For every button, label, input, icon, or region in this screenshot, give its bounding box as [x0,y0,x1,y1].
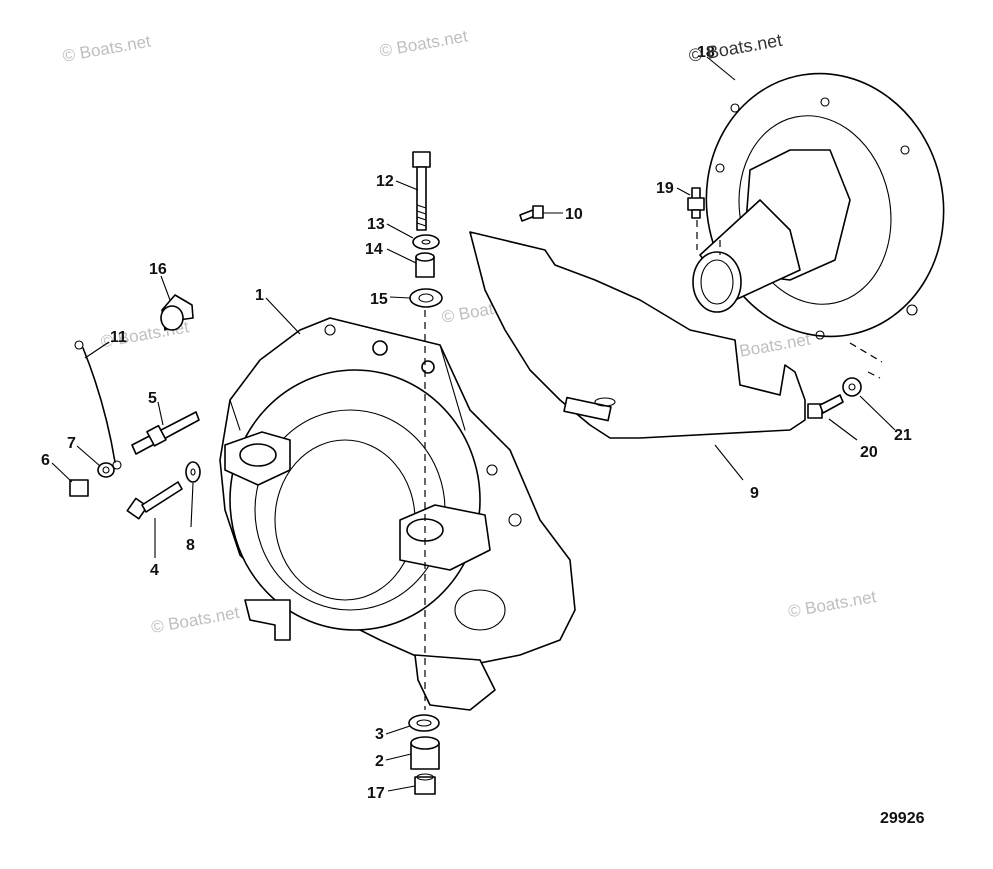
callout-11: 11 [110,329,127,346]
callout-9: 9 [750,485,759,502]
bolt-12 [412,151,431,231]
watermark: © Boats.net [150,603,241,637]
watermark: © Boats.net [378,26,469,60]
washer-13 [412,234,440,250]
watermark: © Boats.net [687,30,783,66]
washer-15 [409,288,443,308]
flywheel-cover-plate [469,231,806,439]
callout-15: 15 [370,291,388,308]
callout-21: 21 [894,427,912,444]
callout-20: 20 [860,444,878,461]
callout-8: 8 [186,537,195,554]
callout-7: 7 [67,435,76,452]
flywheel-housing [219,317,576,711]
bolt-10 [519,205,544,222]
callout-19: 19 [656,180,674,197]
callout-5: 5 [148,390,157,407]
callout-2: 2 [375,753,384,770]
callout-16: 16 [149,261,167,278]
assembly-lines [424,220,883,710]
stud-5 [131,411,200,455]
callout-14: 14 [365,241,383,258]
callout-10: 10 [565,206,583,223]
callout-3: 3 [375,726,384,743]
bushing-2 [410,736,440,770]
leader-lines [51,56,896,792]
spacer-14 [415,252,435,278]
callouts: 1 2 3 4 5 6 7 8 9 10 11 12 13 14 15 16 1… [41,44,912,802]
bolt-4 [126,481,183,520]
callout-13: 13 [367,216,385,233]
washer-7 [97,462,115,478]
bolt-20 [807,394,844,419]
figure-number: 29926 [880,810,925,827]
callout-1: 1 [255,287,264,304]
bracket-16 [160,294,194,331]
watermark: © Boats.net [61,32,152,66]
washer-21 [842,377,862,397]
callout-17: 17 [367,785,385,802]
nut-17 [414,773,436,795]
nut-6 [69,479,89,497]
callout-6: 6 [41,452,50,469]
callout-4: 4 [150,562,159,579]
washer-8 [185,461,201,483]
fitting-19 [687,187,705,219]
drive-flange [692,72,945,340]
callout-12: 12 [376,173,394,190]
ground-strap-11 [74,340,122,470]
watermark: © Boats.net [787,587,878,621]
washer-3 [408,714,440,732]
callout-18: 18 [697,44,715,61]
